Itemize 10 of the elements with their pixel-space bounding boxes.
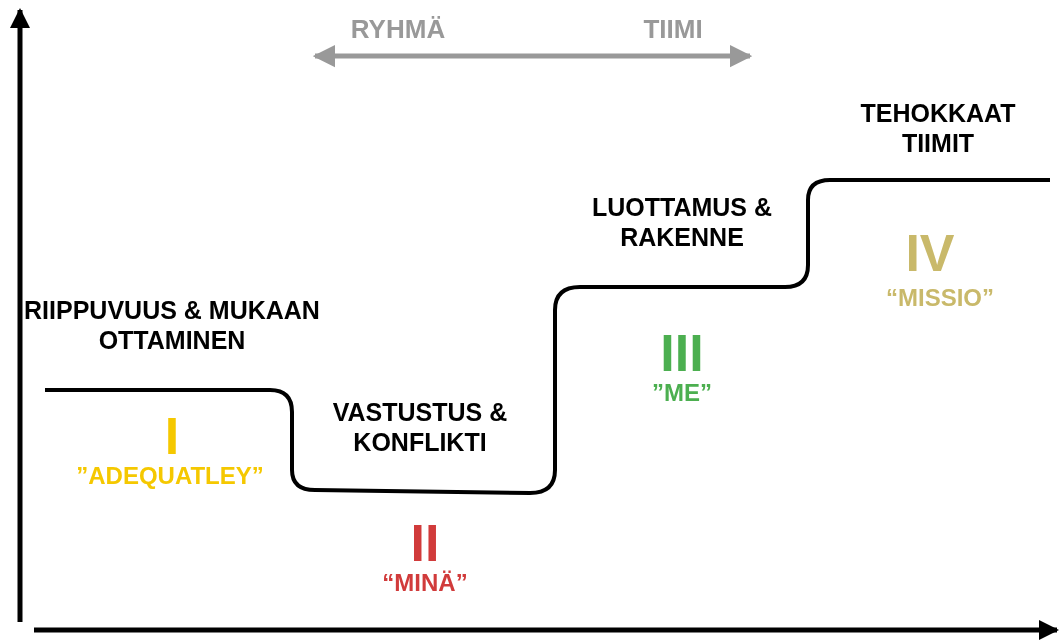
team-label: TIIMI [642,14,704,46]
stage-title: VASTUSTUS & KONFLIKTI [331,397,509,457]
roman-numeral: II [410,513,440,572]
stage-motto: “MINÄ” [381,569,469,598]
stage-title: RIIPPUVUUS & MUKAAN OTTAMINEN [23,295,321,355]
roman-numeral: IV [904,223,956,284]
stage-title: TEHOKKAAT TIIMIT [859,98,1017,158]
stage-title: LUOTTAMUS & RAKENNE [590,192,774,252]
group-label: RYHMÄ [349,14,447,46]
stage-motto: “MISSIO” [885,284,995,313]
